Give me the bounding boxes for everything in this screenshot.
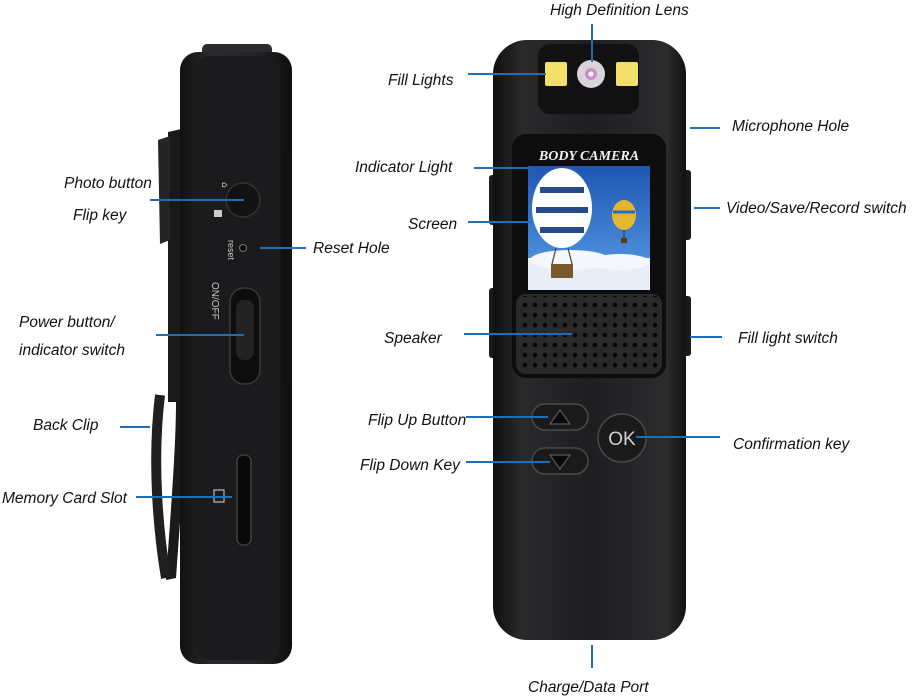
front-view-device [489, 40, 691, 640]
label-high-definition-lens: High Definition Lens [550, 2, 689, 19]
label-fill-lights: Fill Lights [388, 72, 454, 89]
reset-hole-shape [239, 244, 247, 252]
label-flip-key: Flip key [73, 207, 127, 224]
side-reset-text: reset [226, 240, 236, 261]
label-charge-data-port: Charge/Data Port [528, 679, 649, 696]
label-speaker: Speaker [384, 330, 442, 347]
label-reset-hole: Reset Hole [313, 240, 390, 257]
label-screen: Screen [408, 216, 458, 233]
label-power-button: Power button/ [19, 314, 115, 331]
label-microphone-hole: Microphone Hole [732, 118, 850, 135]
label-flip-up-button: Flip Up Button [368, 412, 467, 429]
label-back-clip: Back Clip [33, 417, 99, 434]
side-onoff-text: ON/OFF [209, 282, 220, 320]
label-confirmation-key: Confirmation key [733, 436, 850, 453]
label-video-save-record-switch: Video/Save/Record switch [726, 200, 907, 217]
label-memory-card-slot: Memory Card Slot [2, 490, 127, 507]
side-view-device: ⌂ [151, 44, 292, 664]
label-flip-down-key: Flip Down Key [360, 457, 460, 474]
label-indicator-switch: indicator switch [19, 342, 125, 359]
ok-key-text: OK [608, 429, 636, 450]
svg-text:⌂: ⌂ [219, 182, 229, 188]
leader-lines [120, 24, 722, 668]
screen-title-text: BODY CAMERA [538, 149, 639, 164]
fill-light-left [545, 62, 567, 86]
label-indicator-light: Indicator Light [355, 159, 453, 176]
label-fill-light-switch: Fill light switch [738, 330, 838, 347]
memory-card-slot-shape [236, 454, 252, 546]
fill-light-right [616, 62, 638, 86]
label-photo-button: Photo button [64, 175, 152, 192]
